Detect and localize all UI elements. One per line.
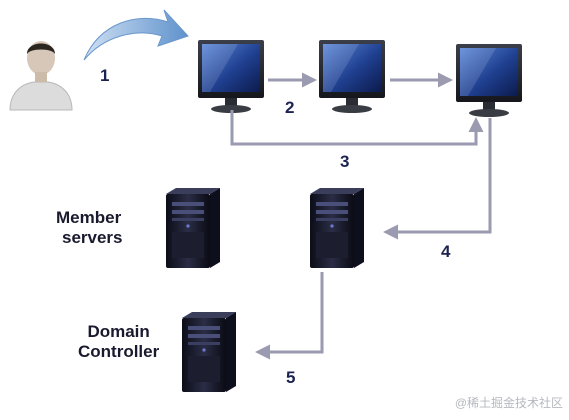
server-tower-icon-domain-controller	[182, 312, 236, 392]
member-servers-label-line-2: servers	[62, 228, 123, 247]
step-number-1: 1	[100, 66, 110, 85]
monitor-icon-3	[456, 44, 522, 117]
watermark: @稀土掘金技术社区	[454, 396, 563, 410]
step-number-3: 3	[340, 152, 350, 171]
monitor-icon-1	[198, 40, 264, 113]
member-servers-label-line-1: Member	[56, 208, 122, 227]
step-number-2: 2	[285, 98, 295, 117]
arrow-step-3	[230, 110, 484, 146]
step-number-4: 4	[441, 242, 451, 261]
curved-arrow-step-1	[83, 9, 189, 61]
domain-controller-label-line-2: Controller	[78, 342, 160, 361]
server-tower-icon-member	[166, 188, 220, 268]
member-servers-label: Member servers	[56, 208, 123, 248]
user-icon	[9, 41, 73, 111]
arrow-step-4	[383, 118, 492, 240]
domain-controller-label: Domain Controller	[78, 322, 159, 362]
server-tower-icon-middle	[310, 188, 364, 268]
step-number-5: 5	[286, 368, 296, 387]
domain-controller-label-line-1: Domain	[87, 322, 150, 341]
monitor-icon-2	[319, 40, 385, 113]
arrow-step-5	[255, 272, 324, 360]
